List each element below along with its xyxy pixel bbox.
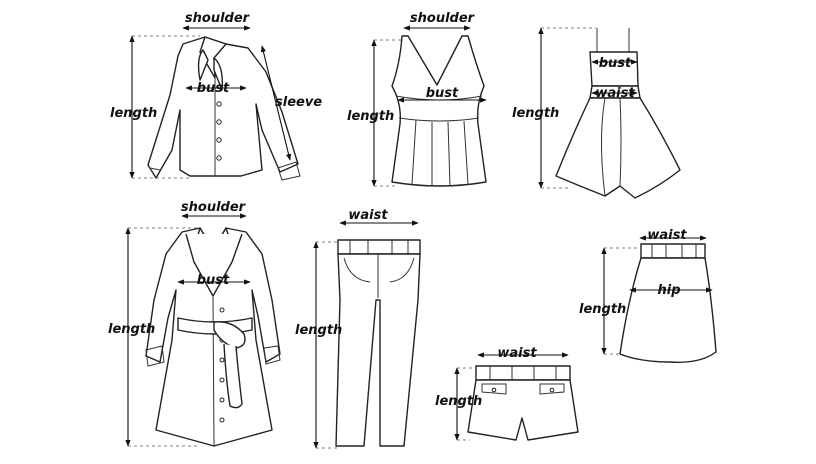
skirt-illustration <box>619 243 717 363</box>
coat-shoulder-label: shoulder <box>181 200 247 215</box>
vest-dimensions <box>371 25 487 187</box>
coat-length-label: length <box>108 322 155 337</box>
coat-bust-label: bust <box>197 273 230 288</box>
shorts-waist-label: waist <box>497 346 537 361</box>
vest-bust-label: bust <box>426 86 459 101</box>
vest-shoulder-label: shoulder <box>410 11 476 26</box>
shirt-shoulder-label: shoulder <box>185 11 251 26</box>
coat-illustration <box>145 227 281 447</box>
vest-illustration <box>391 35 487 187</box>
vest-length-label: length <box>347 109 394 124</box>
pants-waist-label: waist <box>348 208 388 223</box>
skirt-waist-label: waist <box>647 228 687 243</box>
pants-dimensions <box>313 220 419 449</box>
dress-waist-label: waist <box>595 86 635 101</box>
dress-length-label: length <box>512 106 559 121</box>
shirt-bust-label: bust <box>197 81 230 96</box>
shirt-illustration <box>147 36 301 181</box>
shorts-dimensions <box>454 352 569 441</box>
shirt-dimensions <box>129 25 292 179</box>
shorts-length-label: length <box>435 394 482 409</box>
coat-dimensions <box>125 213 251 447</box>
skirt-dimensions <box>601 235 713 355</box>
shirt-sleeve-label: sleeve <box>275 95 322 110</box>
pants-illustration <box>335 239 421 447</box>
skirt-length-label: length <box>579 302 626 317</box>
dress-illustration <box>555 28 681 199</box>
dress-dimensions <box>538 27 638 189</box>
shorts-illustration <box>467 365 579 441</box>
pants-length-label: length <box>295 323 342 338</box>
shirt-length-label: length <box>110 106 157 121</box>
skirt-hip-label: hip <box>657 283 680 298</box>
dress-bust-label: bust <box>599 56 632 71</box>
